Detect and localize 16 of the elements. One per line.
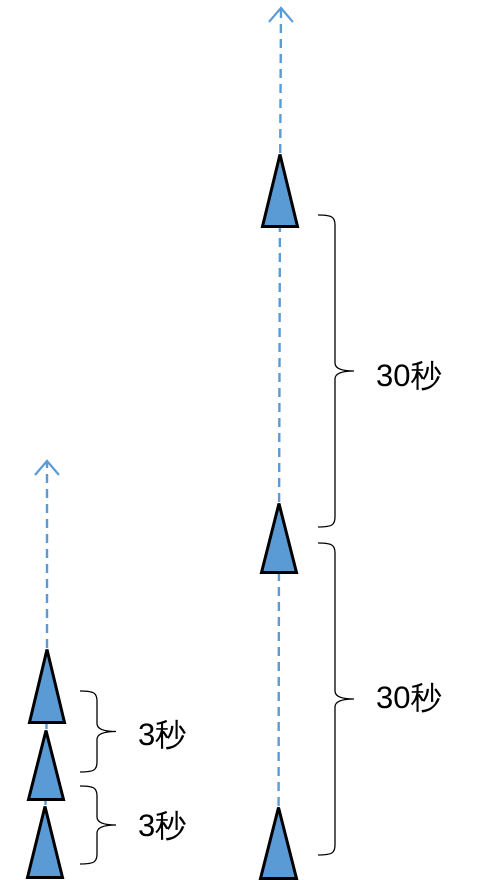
dashed-arrow — [34, 460, 60, 648]
triangle-marker — [28, 648, 66, 724]
duration-label: 3秒 — [138, 717, 186, 753]
dashed-line — [278, 228, 282, 502]
dashed-line — [277, 574, 280, 806]
dashed-line — [44, 800, 47, 806]
triangle-marker — [260, 502, 298, 574]
dashed-arrow — [268, 6, 294, 153]
triangle-marker — [261, 153, 299, 228]
triangle-marker — [27, 729, 65, 801]
triangle-marker — [259, 806, 298, 880]
triangle-marker — [26, 805, 64, 879]
duration-label: 30秒 — [376, 680, 442, 716]
duration-label: 3秒 — [138, 808, 186, 844]
dashed-line — [45, 724, 48, 730]
duration-label: 30秒 — [376, 358, 442, 394]
